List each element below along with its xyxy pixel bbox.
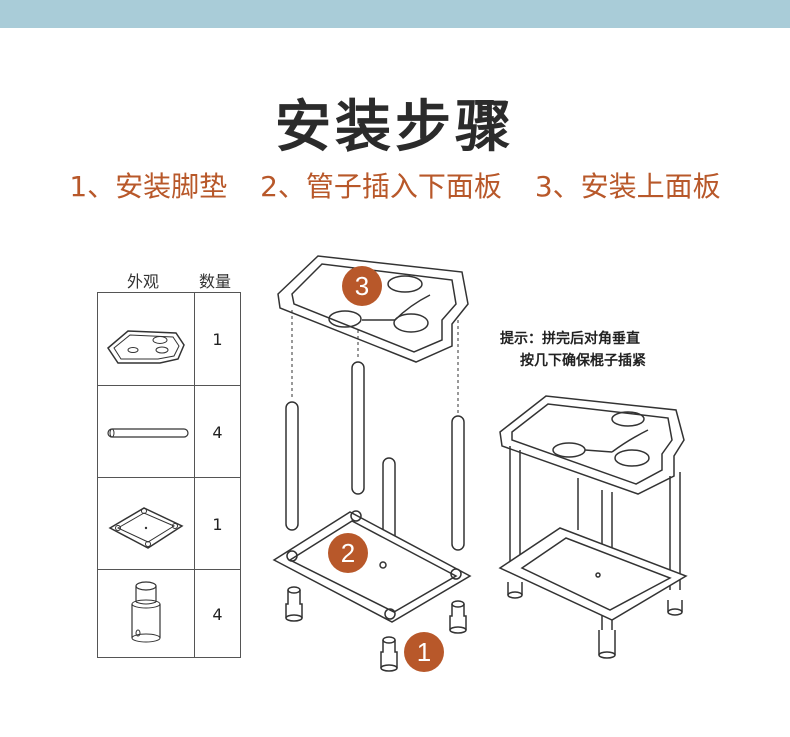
top-panel-thumbnail	[98, 293, 195, 385]
foot-pad	[285, 586, 303, 622]
page-title: 安装步骤	[275, 95, 515, 160]
step-badge-2: 2	[328, 533, 368, 573]
quantity-value: 1	[212, 514, 223, 534]
top-banner	[0, 0, 790, 28]
step-badge-3: 3	[342, 266, 382, 306]
foot-pad	[449, 600, 467, 634]
quantity-value: 4	[212, 604, 223, 624]
tube	[351, 361, 365, 495]
tip-line-2: 按几下确保棍子插紧	[520, 353, 646, 369]
top-panel	[277, 255, 469, 363]
quantity-value: 1	[212, 329, 223, 349]
step-badge-1: 1	[404, 632, 444, 672]
bottom-panel-thumbnail	[98, 478, 195, 570]
tube	[451, 415, 465, 551]
tube-thumbnail	[98, 386, 195, 478]
step-2: 2、管子插入下面板	[260, 170, 502, 203]
table-row: 4	[98, 569, 240, 658]
table-row: 1	[98, 293, 240, 385]
step-3: 3、安装上面板	[534, 170, 721, 203]
header-appearance: 外观	[127, 272, 160, 291]
parts-grid: 1 4	[97, 292, 241, 658]
foot-pad	[380, 636, 398, 672]
steps-line: 1、安装脚垫 2、管子插入下面板 3、安装上面板	[0, 165, 790, 205]
tube	[285, 401, 299, 531]
header-quantity: 数量	[199, 272, 232, 291]
quantity-value: 4	[212, 422, 223, 442]
table-row: 1	[98, 477, 240, 570]
assembled-stand	[498, 395, 688, 659]
foot-pad-thumbnail	[98, 570, 195, 658]
assembly-tip: 提示：拼完后对角垂直 按几下确保棍子插紧	[500, 328, 646, 372]
exploded-view	[272, 255, 472, 672]
table-row: 4	[98, 385, 240, 478]
tip-line-1: 提示：拼完后对角垂直	[500, 331, 640, 347]
step-1: 1、安装脚垫	[69, 170, 228, 203]
